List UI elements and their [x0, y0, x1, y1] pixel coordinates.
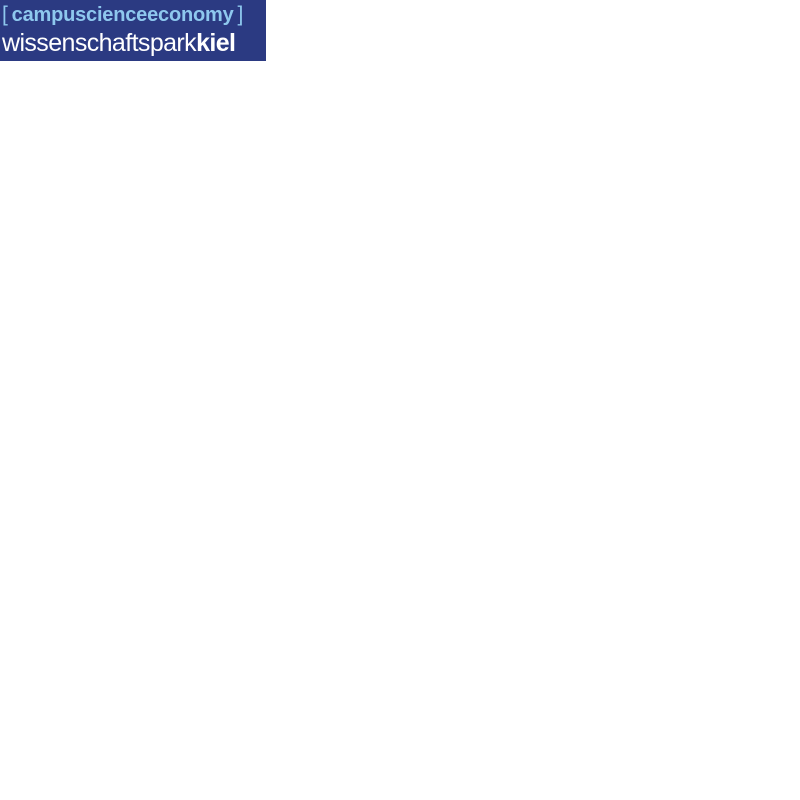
wissenschaftspark-kiel-logo[interactable]: [campuscienceeconomy] wissenschaftsparkk… — [0, 0, 266, 61]
logo-name-light: wissenschaftspark — [2, 29, 197, 57]
logo-name-bold: kiel — [196, 29, 236, 57]
logo-tagline-row: [campuscienceeconomy] — [2, 2, 266, 27]
logo-tagline: campuscienceeconomy — [11, 4, 234, 26]
logo-bracket-open: [ — [2, 3, 8, 26]
logo-bracket-close: ] — [237, 3, 244, 26]
logo-name-row: wissenschaftsparkkiel — [2, 27, 266, 59]
